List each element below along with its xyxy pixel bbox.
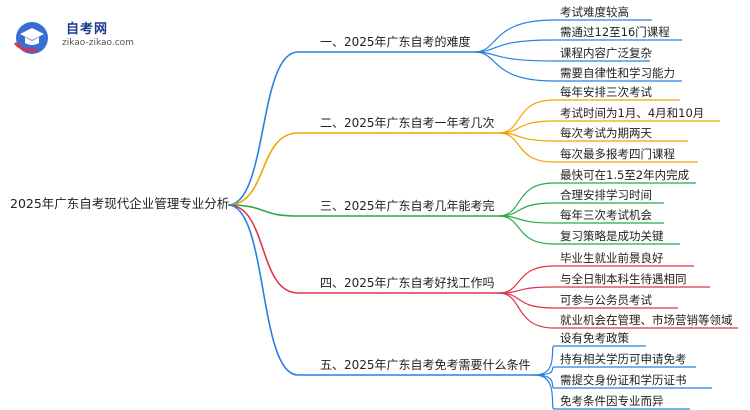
branch-connector	[227, 204, 535, 376]
branch-connector	[227, 132, 499, 206]
site-logo[interactable]: 自考网 zikao-zikao.com	[10, 18, 150, 54]
leaf-connector	[474, 19, 652, 53]
leaf-connector	[498, 265, 694, 294]
leaf-connector	[498, 120, 720, 134]
leaf-connector	[474, 39, 682, 53]
leaf-label: 最快可在1.5至2年内完成	[560, 168, 690, 182]
branch-nodes: 一、2025年广东自考的难度 考试难度较高需通过12至16门课程课程内容广泛复杂需…	[320, 5, 733, 408]
leaf-label: 课程内容广泛复杂	[560, 46, 652, 60]
leaf-connector	[498, 215, 680, 245]
leaf-label: 就业机会在管理、市场营销等领域	[560, 313, 733, 327]
branch-label: 二、2025年广东自考一年考几次	[320, 116, 495, 130]
leaf-label: 需通过12至16门课程	[560, 25, 670, 39]
leaf-label: 每年三次考试机会	[560, 208, 652, 222]
connector-lines	[227, 19, 738, 410]
leaf-label: 考试难度较高	[560, 5, 629, 19]
branch-label: 五、2025年广东自考免考需要什么条件	[320, 357, 531, 372]
leaf-connector	[498, 286, 710, 294]
leaf-connector	[498, 182, 696, 217]
leaf-connector	[498, 292, 678, 309]
leaf-label: 设有免考政策	[560, 331, 629, 345]
leaf-label: 每次考试为期两天	[560, 126, 652, 140]
leaf-label: 复习策略是成功关键	[560, 229, 664, 243]
leaf-connector	[534, 366, 696, 376]
graduation-cap-icon	[14, 22, 48, 54]
leaf-label: 可参与公务员考试	[560, 293, 652, 307]
leaf-connector	[534, 374, 690, 410]
root-topic: 2025年广东自考现代企业管理专业分析	[10, 196, 229, 211]
branch-label: 一、2025年广东自考的难度	[320, 34, 471, 49]
leaf-connector	[498, 132, 688, 142]
leaf-label: 合理安排学习时间	[560, 188, 652, 202]
branch-label: 四、2025年广东自考好找工作吗	[320, 276, 495, 290]
leaf-label: 每年安排三次考试	[560, 85, 652, 99]
branch-connector	[227, 51, 475, 206]
logo-name: 自考网	[66, 22, 109, 37]
leaf-connector	[498, 292, 738, 329]
leaf-connector	[474, 51, 682, 82]
leaf-label: 需提交身份证和学历证书	[560, 373, 687, 387]
leaf-connector	[498, 132, 698, 163]
leaf-label: 需要自律性和学习能力	[560, 66, 675, 80]
branch-connector	[227, 204, 499, 217]
leaf-label: 免考条件因专业而异	[560, 394, 664, 408]
branch-connector	[227, 204, 499, 294]
leaf-connector	[474, 51, 650, 62]
leaf-connector	[498, 202, 664, 217]
logo-url: zikao-zikao.com	[62, 38, 134, 48]
leaf-label: 毕业生就业前景良好	[560, 251, 664, 265]
leaf-label: 与全日制本科生待遇相同	[560, 272, 687, 286]
leaf-label: 持有相关学历可申请免考	[560, 352, 687, 366]
leaf-connector	[498, 99, 680, 134]
leaf-label: 每次最多报考四门课程	[560, 147, 675, 161]
leaf-label: 考试时间为1月、4月和10月	[560, 106, 704, 120]
leaf-connector	[534, 345, 646, 376]
leaf-connector	[498, 215, 664, 224]
branch-label: 三、2025年广东自考几年能考完	[320, 198, 495, 213]
